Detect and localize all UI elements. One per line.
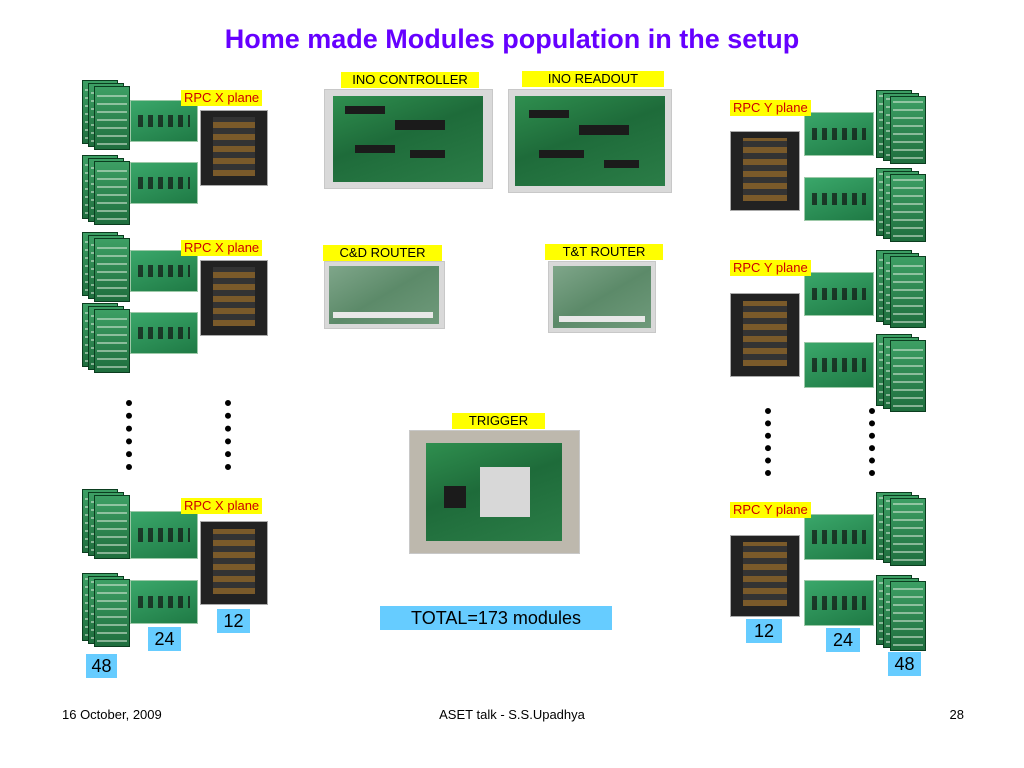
total-count: TOTAL=173 modules — [380, 606, 612, 630]
count-48-right: 48 — [888, 652, 921, 676]
rpc-x-plane-label: RPC X plane — [181, 240, 263, 256]
rpc-board — [804, 342, 874, 388]
module-stack — [82, 489, 130, 559]
tt-router-photo — [548, 261, 656, 333]
rpc-board — [130, 162, 198, 204]
label-cd-router: C&D ROUTER — [323, 245, 442, 261]
label-ino-controller: INO CONTROLLER — [341, 72, 479, 88]
ino-readout-photo — [508, 89, 672, 193]
continuation-dots — [126, 400, 132, 470]
module-stack — [876, 492, 926, 566]
ino-controller-photo — [324, 89, 493, 189]
rpc-frontend-board — [730, 293, 800, 377]
rpc-board — [804, 177, 874, 221]
rpc-y-plane-label: RPC Y plane — [730, 260, 811, 276]
footer-date: 16 October, 2009 — [62, 707, 162, 722]
slide-title: Home made Modules population in the setu… — [224, 24, 800, 54]
count-24-right: 24 — [826, 628, 860, 652]
count-12-right: 12 — [746, 619, 782, 643]
module-stack — [82, 80, 130, 150]
continuation-dots — [225, 400, 231, 470]
rpc-board — [130, 580, 198, 624]
module-stack — [876, 334, 926, 412]
module-stack — [876, 168, 926, 242]
rpc-y-plane-label: RPC Y plane — [730, 100, 811, 116]
footer-center: ASET talk - S.S.Upadhya — [439, 707, 585, 722]
rpc-x-plane-label: RPC X plane — [181, 90, 263, 106]
rpc-board — [804, 580, 874, 626]
count-12-left: 12 — [217, 609, 250, 633]
rpc-frontend-board — [200, 260, 268, 336]
module-stack — [82, 155, 130, 225]
module-stack — [876, 90, 926, 164]
label-ino-readout: INO READOUT — [522, 71, 664, 87]
rpc-y-plane-label: RPC Y plane — [730, 502, 811, 518]
module-stack — [876, 250, 926, 328]
rpc-board — [130, 100, 198, 142]
rpc-x-plane-label: RPC X plane — [181, 498, 263, 514]
label-trigger: TRIGGER — [452, 413, 545, 429]
page-number: 28 — [949, 707, 964, 722]
rpc-board — [804, 112, 874, 156]
cd-router-photo — [324, 261, 445, 329]
trigger-photo — [409, 430, 580, 554]
count-24-left: 24 — [148, 627, 181, 651]
rpc-board — [130, 250, 198, 292]
rpc-board — [804, 514, 874, 560]
module-stack — [82, 573, 130, 647]
count-48-left: 48 — [86, 654, 117, 678]
module-stack — [82, 303, 130, 373]
label-tt-router: T&T ROUTER — [545, 244, 663, 260]
rpc-board — [804, 272, 874, 316]
module-stack — [876, 575, 926, 651]
continuation-dots — [765, 408, 771, 476]
module-stack — [82, 232, 130, 302]
rpc-board — [130, 511, 198, 559]
rpc-frontend-board — [730, 131, 800, 211]
continuation-dots — [869, 408, 875, 476]
rpc-frontend-board — [200, 521, 268, 605]
rpc-frontend-board — [200, 110, 268, 186]
rpc-frontend-board — [730, 535, 800, 617]
rpc-board — [130, 312, 198, 354]
